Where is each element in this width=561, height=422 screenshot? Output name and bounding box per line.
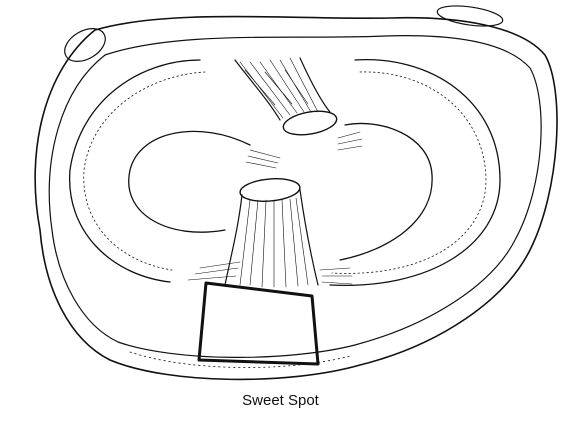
medial-meniscus-outer: [70, 60, 200, 282]
lower-ligament-stump: [239, 176, 301, 203]
sweet-spot-box: [199, 283, 318, 364]
sweet-spot-caption: Sweet Spot: [0, 392, 561, 409]
lateral-meniscus-outer: [330, 60, 500, 286]
medial-meniscus-inner: [129, 131, 250, 232]
upper-ligament-fibers: [240, 58, 318, 118]
lateral-meniscus-inner: [340, 123, 432, 260]
right-bursa: [436, 2, 504, 29]
lateral-meniscus-dotted: [332, 72, 486, 273]
lower-ligament-fibers: [240, 198, 308, 287]
root-fibers: [188, 132, 362, 284]
lower-ligament-outline: [225, 190, 318, 285]
upper-ligament-stump: [282, 107, 339, 138]
